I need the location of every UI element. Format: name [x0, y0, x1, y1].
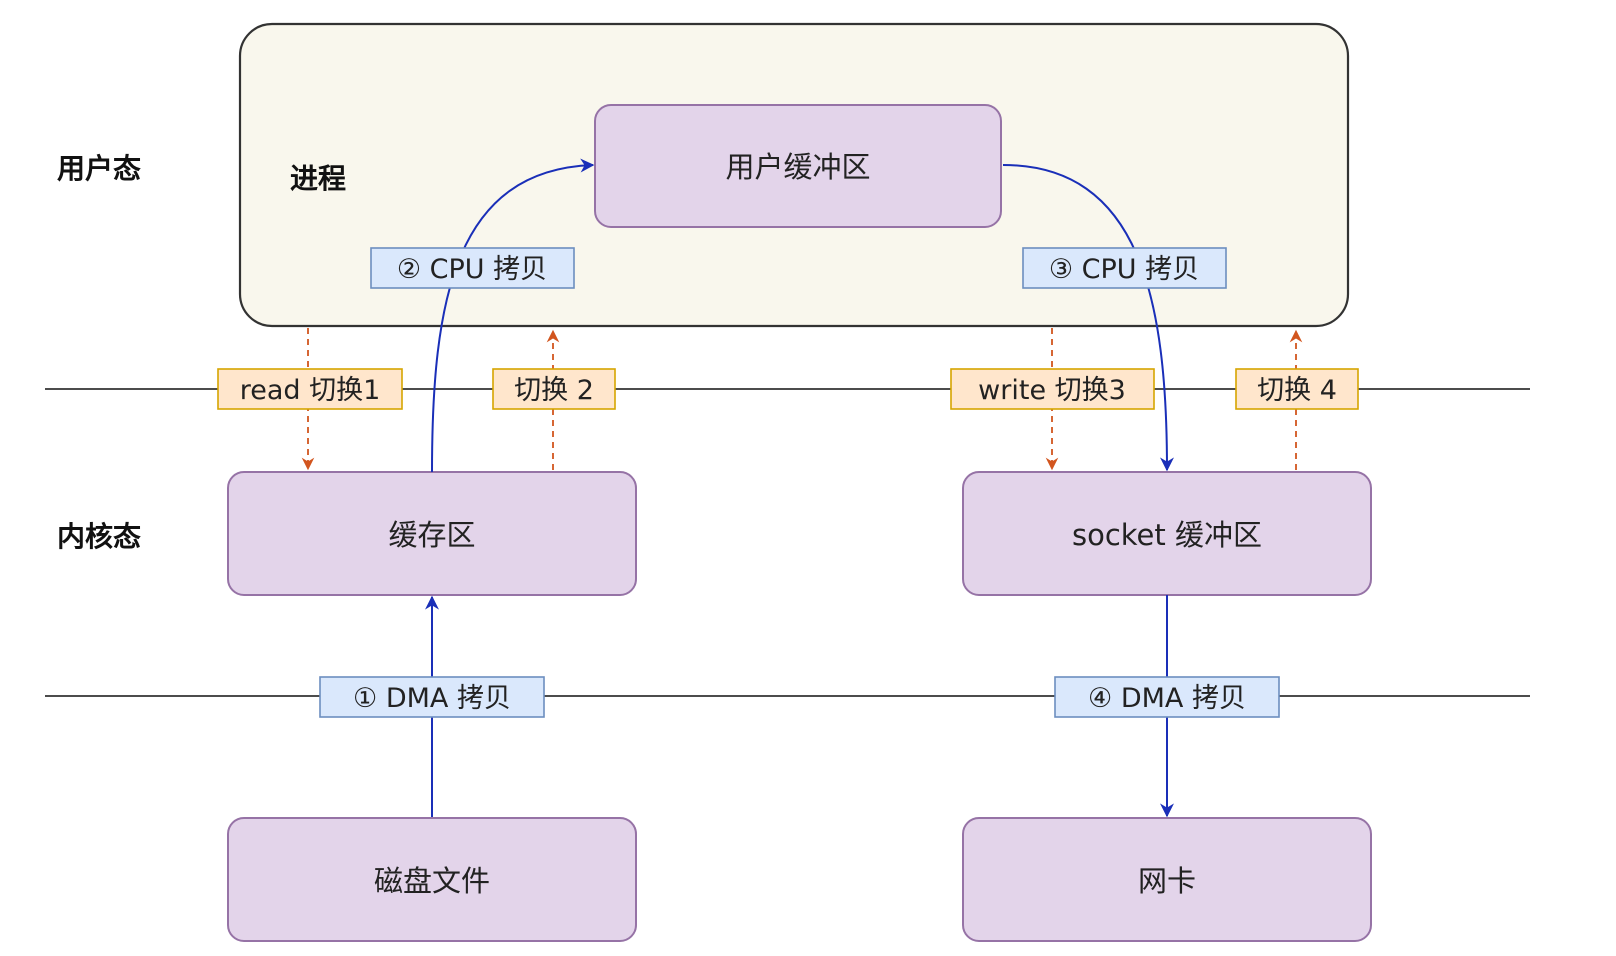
switch-3-tag: write 切换3	[950, 368, 1155, 410]
cpu-copy-3-label: ③ CPU 拷贝	[1049, 254, 1199, 285]
nic-box: 网卡	[962, 817, 1372, 942]
switch-2-label: 切换 2	[514, 375, 594, 406]
switch-3-label: write 切换3	[978, 375, 1126, 406]
switch-1-label: read 切换1	[240, 375, 381, 406]
switch-4-tag: 切换 4	[1235, 368, 1359, 410]
switch-1-tag: read 切换1	[217, 368, 403, 410]
cpu-copy-2-tag: ② CPU 拷贝	[370, 247, 575, 289]
user-buffer-label: 用户缓冲区	[725, 150, 870, 184]
user-buffer-box: 用户缓冲区	[594, 104, 1002, 228]
cpu-copy-3-tag: ③ CPU 拷贝	[1022, 247, 1227, 289]
page-cache-box: 缓存区	[227, 471, 637, 596]
disk-file-label: 磁盘文件	[374, 864, 490, 898]
dma-copy-4-tag: ④ DMA 拷贝	[1054, 676, 1280, 718]
kernel-mode-label: 内核态	[57, 520, 141, 553]
nic-label: 网卡	[1138, 864, 1196, 898]
socket-buffer-box: socket 缓冲区	[962, 471, 1372, 596]
switch-2-tag: 切换 2	[492, 368, 616, 410]
switch-4-label: 切换 4	[1257, 375, 1337, 406]
cpu-copy-2-label: ② CPU 拷贝	[397, 254, 547, 285]
page-cache-label: 缓存区	[388, 518, 475, 552]
user-mode-label: 用户态	[57, 152, 141, 185]
socket-buffer-label: socket 缓冲区	[1072, 518, 1262, 552]
disk-file-box: 磁盘文件	[227, 817, 637, 942]
dma-copy-1-label: ① DMA 拷贝	[353, 683, 511, 714]
process-label: 进程	[290, 162, 346, 195]
dma-copy-1-tag: ① DMA 拷贝	[319, 676, 545, 718]
dma-copy-4-label: ④ DMA 拷贝	[1088, 683, 1246, 714]
